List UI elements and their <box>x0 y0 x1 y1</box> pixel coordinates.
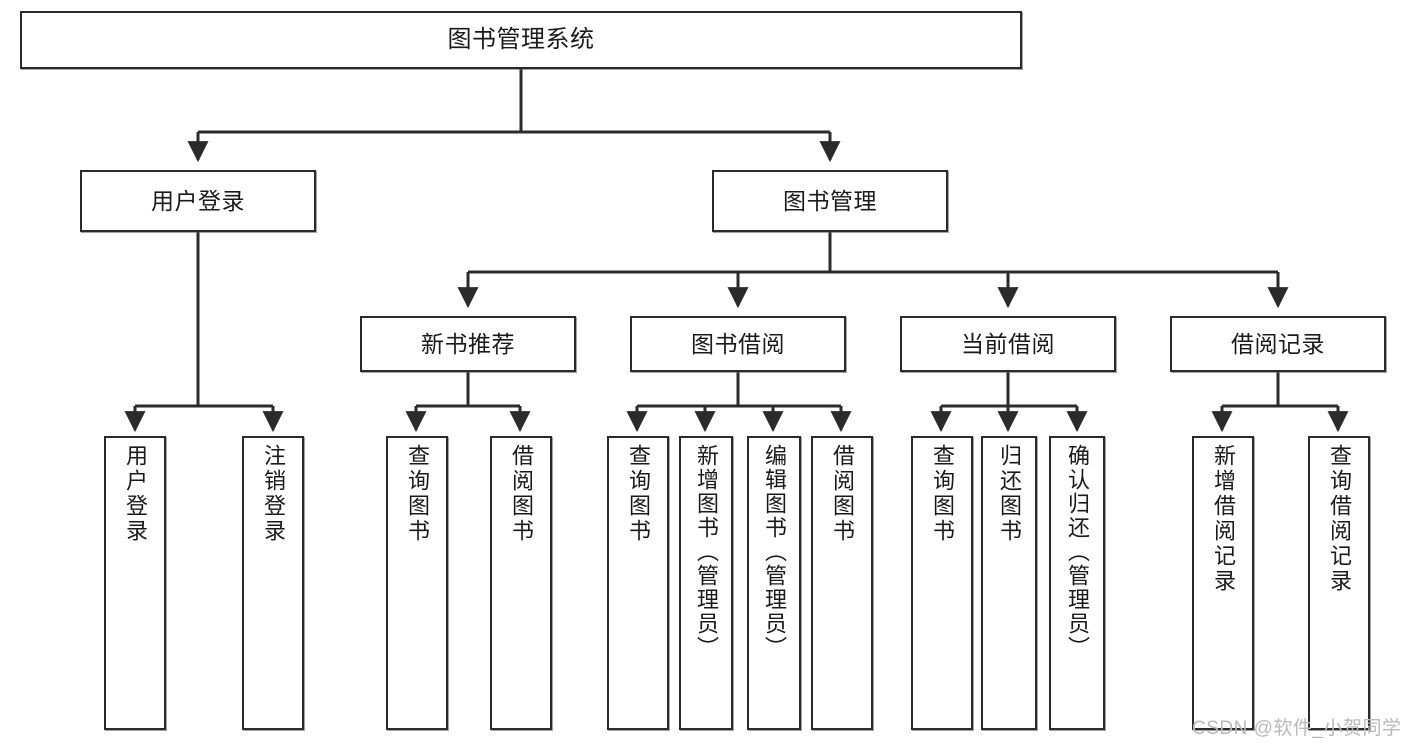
leaf-book-borrow-edit-admin[interactable]: 编辑图书（管理员） <box>747 436 801 730</box>
node-label: 编辑图书（管理员） <box>762 444 787 660</box>
node-label: 借阅图书 <box>830 444 855 544</box>
node-label: 当前借阅 <box>961 330 1055 357</box>
node-borrow-records[interactable]: 借阅记录 <box>1170 316 1386 372</box>
node-label: 用户登录 <box>151 187 245 214</box>
node-label: 图书借阅 <box>691 330 785 357</box>
leaf-current-borrow-query[interactable]: 查询图书 <box>911 436 973 730</box>
leaf-current-borrow-return[interactable]: 归还图书 <box>981 436 1037 730</box>
node-current-borrow[interactable]: 当前借阅 <box>900 316 1116 372</box>
node-label: 查询图书 <box>405 444 430 544</box>
node-label: 图书管理 <box>783 187 877 214</box>
node-label: 注销登录 <box>261 444 286 544</box>
node-label: 归还图书 <box>997 444 1022 544</box>
node-label: 新增图书（管理员） <box>694 444 719 660</box>
node-label: 图书管理系统 <box>447 26 595 53</box>
node-label: 查询借阅记录 <box>1327 444 1352 594</box>
leaf-book-borrow-add-admin[interactable]: 新增图书（管理员） <box>679 436 733 730</box>
leaf-new-book-query[interactable]: 查询图书 <box>386 436 448 730</box>
leaf-borrow-records-query[interactable]: 查询借阅记录 <box>1308 436 1370 730</box>
node-label: 新增借阅记录 <box>1211 444 1236 594</box>
node-label: 借阅图书 <box>509 444 534 544</box>
leaf-user-login-login[interactable]: 用户登录 <box>104 436 166 730</box>
node-new-book-recommend[interactable]: 新书推荐 <box>360 316 576 372</box>
leaf-book-borrow-borrow[interactable]: 借阅图书 <box>811 436 873 730</box>
node-root-system[interactable]: 图书管理系统 <box>20 11 1022 69</box>
node-label: 新书推荐 <box>421 330 515 357</box>
leaf-borrow-records-add[interactable]: 新增借阅记录 <box>1192 436 1254 730</box>
node-user-login[interactable]: 用户登录 <box>80 170 316 232</box>
leaf-current-borrow-confirm-admin[interactable]: 确认归还（管理员） <box>1049 436 1105 730</box>
node-label: 查询图书 <box>626 444 651 544</box>
node-label: 确认归还（管理员） <box>1065 444 1090 660</box>
node-label: 借阅记录 <box>1231 330 1325 357</box>
leaf-book-borrow-query[interactable]: 查询图书 <box>607 436 669 730</box>
node-book-management[interactable]: 图书管理 <box>712 170 948 232</box>
node-book-borrow[interactable]: 图书借阅 <box>630 316 846 372</box>
leaf-new-book-borrow[interactable]: 借阅图书 <box>490 436 552 730</box>
node-label: 查询图书 <box>930 444 955 544</box>
watermark-text: CSDN @软件_小贺同学 <box>1192 718 1402 739</box>
node-label: 用户登录 <box>123 444 148 544</box>
leaf-user-login-logout[interactable]: 注销登录 <box>242 436 304 730</box>
